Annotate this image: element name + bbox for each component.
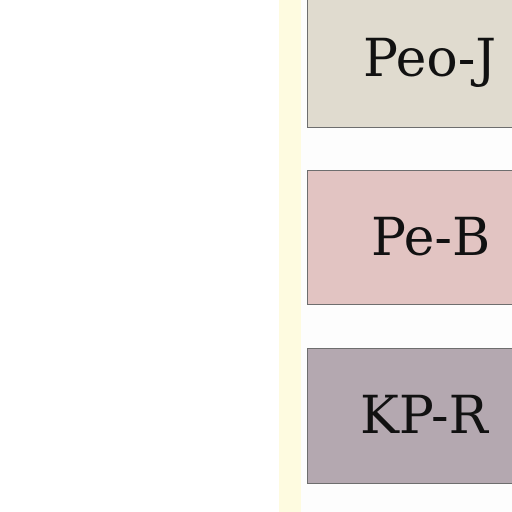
node-peo-j: Peo-J bbox=[307, 0, 512, 128]
node-label: Peo-J bbox=[363, 29, 497, 89]
node-kp-r: KP-R bbox=[307, 348, 512, 484]
node-pe-b: Pe-B bbox=[307, 170, 512, 305]
node-label: Pe-B bbox=[371, 207, 491, 268]
side-strip bbox=[279, 0, 301, 512]
blank-area bbox=[0, 0, 279, 512]
node-label: KP-R bbox=[360, 386, 488, 446]
